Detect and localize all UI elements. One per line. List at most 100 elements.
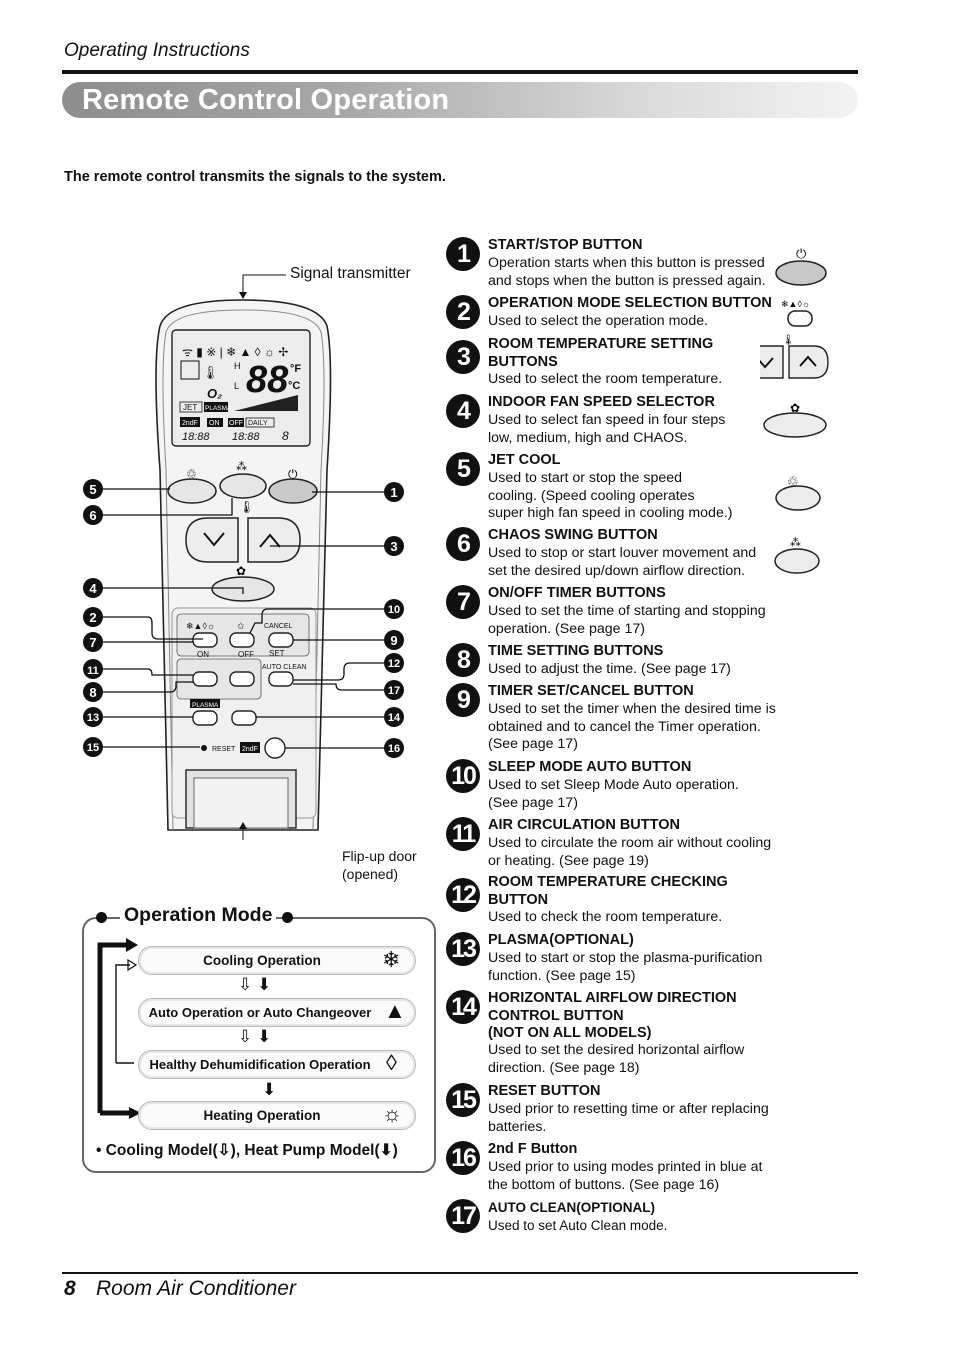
model-note-mid: ), Heat Pump Model( [230,1142,380,1159]
power-icon: ⏻ [796,246,806,261]
title-dot-left [96,912,107,923]
auto-mode-icon: ▲ [384,998,406,1023]
svg-text:10: 10 [388,604,400,616]
svg-text:L: L [234,381,239,391]
item-number-badge: 13 [446,932,480,966]
item-title: ROOM TEMPERATURE SETTING BUTTONS [488,336,714,370]
signal-transmitter-label: Signal transmitter [290,265,411,282]
mode-icons: ❄▲◊☼ [781,299,810,309]
item-desc: Used to select the operation mode. [488,313,709,329]
svg-text:🌡: 🌡 [239,500,254,514]
item-number-badge: 6 [446,527,480,561]
fan-icon: ✿ [790,401,800,415]
item-title: PLASMA(OPTIONAL) [488,932,634,948]
mode-pill-auto: Auto Operation or Auto Changeover [138,998,416,1027]
svg-text:8: 8 [282,429,289,443]
button-thumbnails: ⏻ ❄▲◊☼ 🌡 ✿ ♲ ⁂ [760,246,829,574]
item-number-badge: 2 [446,295,480,329]
svg-text:2: 2 [89,610,96,625]
mode-arrow-3: ⬇ [262,1080,277,1099]
svg-text:❄▲◊☼: ❄▲◊☼ [186,621,215,631]
item-desc: Used prior to using modes printed in blu… [488,1159,763,1193]
mode-cycle-arrows [97,938,141,1119]
svg-text:9: 9 [390,633,397,648]
item-number-badge: 16 [446,1141,480,1175]
item-desc: Used to check the room temperature. [488,909,723,925]
item-number-badge: 4 [446,394,480,428]
svg-text:✩: ✩ [237,621,245,631]
item-10: 10 SLEEP MODE AUTO BUTTON Used to set Sl… [446,759,786,811]
svg-text:18:88: 18:88 [232,431,260,443]
svg-text:PLASMA: PLASMA [192,702,219,709]
item-1: 1 START/STOP BUTTON Operation starts whe… [446,237,786,289]
mode-label-auto: Auto Operation or Auto Changeover [148,1005,372,1020]
flip-label-line1: Flip-up door [342,848,417,864]
item-title: 2nd F Button [488,1141,578,1157]
section-header: Operating Instructions [64,40,250,61]
remote-control-illustration: ᯤ ▮ ※ | ❄ ▲ ◊ ☼ ✢ 🌡 H L 88 °F °C O₂ JET … [83,274,404,840]
item-title: TIME SETTING BUTTONS [488,643,664,659]
item-title: CHAOS SWING BUTTON [488,527,658,543]
item-title: SLEEP MODE AUTO BUTTON [488,759,692,775]
item-desc: Used to set the time of starting and sto… [488,603,766,637]
item-title: JET COOL [488,452,561,468]
item-17: 17 AUTO CLEAN(OPTIONAL) Used to set Auto… [446,1199,786,1233]
flip-label-line2: (opened) [342,866,399,882]
svg-text:°C: °C [288,380,300,392]
svg-text:♲: ♲ [186,467,197,481]
item-8: 8 TIME SETTING BUTTONS Used to adjust th… [446,643,786,677]
item-title: OPERATION MODE SELECTION BUTTON [488,295,772,311]
outline-arrow-icon: ⇩ [217,1142,231,1159]
item-7: 7 ON/OFF TIMER BUTTONS Used to set the t… [446,585,786,637]
item-title: START/STOP BUTTON [488,237,643,253]
item-desc: Used to select fan speed in four steps l… [488,412,726,446]
svg-text:SET: SET [269,649,285,658]
item-number-badge: 3 [446,340,480,374]
mode-pill-dehumidification: Healthy Dehumidification Operation [138,1050,416,1079]
item-3: 3 ROOM TEMPERATURE SETTING BUTTONS Used … [446,336,786,387]
title-dot-right [282,912,293,923]
item-desc: Used to circulate the room air without c… [488,835,772,869]
item-desc: Operation starts when this button is pre… [488,255,766,289]
title-bar [62,82,858,118]
svg-text:ᯤ ▮ ※ | ❄ ▲ ◊ ☼ ✢: ᯤ ▮ ※ | ❄ ▲ ◊ ☼ ✢ [182,345,288,359]
item-number-badge: 15 [446,1083,480,1117]
mode-label-cooling: Cooling Operation [203,953,321,968]
svg-text:4: 4 [89,581,97,596]
model-note-prefix: • Cooling Model( [96,1142,218,1159]
intro-text: The remote control transmits the signals… [64,169,446,185]
svg-text:11: 11 [87,665,99,677]
item-title: HORIZONTAL AIRFLOW DIRECTION CONTROL BUT… [488,990,737,1041]
svg-text:ON: ON [197,650,209,659]
item-12: 12 ROOM TEMPERATURE CHECKING BUTTON Used… [446,874,786,925]
droplet-icon: ◊ [386,1050,397,1075]
svg-text:°F: °F [290,363,301,375]
mode-pill-cooling: Cooling Operation [138,946,416,975]
item-9: 9 TIMER SET/CANCEL BUTTON Used to set th… [446,683,786,752]
footer-title: Room Air Conditioner [96,1277,296,1300]
item-16: 16 2nd F Button Used prior to using mode… [446,1141,786,1193]
page-number: 8 [64,1277,76,1300]
item-4: 4 INDOOR FAN SPEED SELECTOR Used to sele… [446,394,786,446]
item-6: 6 CHAOS SWING BUTTON Used to stop or sta… [446,527,786,579]
snowflake-icon: ❄ [382,947,401,972]
item-title: ROOM TEMPERATURE CHECKING BUTTON [488,874,728,908]
model-note: • Cooling Model(⇩), Heat Pump Model(⬇) [96,1141,398,1160]
item-number-badge: 10 [446,759,480,793]
item-11: 11 AIR CIRCULATION BUTTON Used to circul… [446,817,786,869]
svg-text:⁂: ⁂ [236,461,247,473]
svg-text:88: 88 [246,359,289,401]
svg-text:AUTO CLEAN: AUTO CLEAN [262,664,307,671]
item-title: RESET BUTTON [488,1083,601,1099]
item-desc: Used to set Sleep Mode Auto operation. (… [488,777,739,811]
svg-text:H: H [234,361,241,371]
svg-text:JET: JET [183,403,197,412]
svg-text:7: 7 [89,635,96,650]
mode-label-heating: Heating Operation [203,1108,321,1123]
item-desc: Used to set the timer when the desired t… [488,701,776,752]
mode-pill-heating: Heating Operation [138,1101,416,1130]
item-title: INDOOR FAN SPEED SELECTOR [488,394,715,410]
item-desc: Used to set Auto Clean mode. [488,1218,668,1233]
item-title: ON/OFF TIMER BUTTONS [488,585,666,601]
svg-text:17: 17 [388,685,400,697]
